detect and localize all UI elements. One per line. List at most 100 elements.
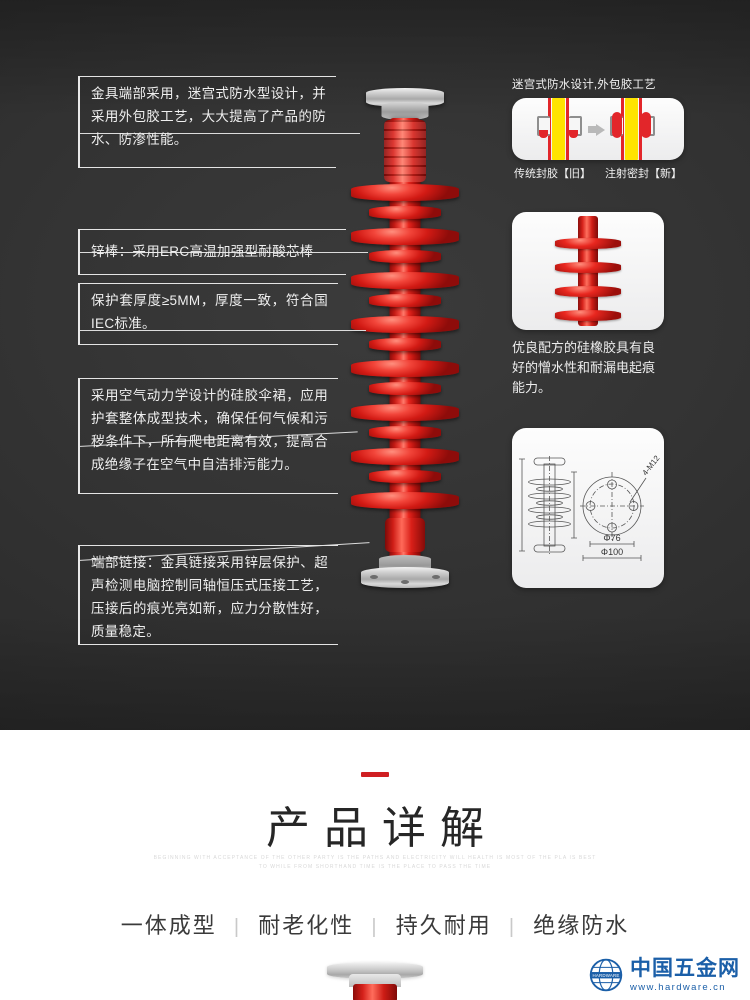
shed [369,470,441,483]
shed [369,294,441,307]
panel-silicone-caption: 优良配方的硅橡胶具有良好的憎水性和耐漏电起痕能力。 [512,340,656,395]
logo-url: www.hardware.cn [630,981,726,993]
feature-separator: | [508,916,517,938]
logo-name: 中国五金网 [630,956,740,980]
panel-seal-process: 迷宫式防水设计,外包胶工艺 [512,76,684,181]
callout-aerodynamic-shed: 采用空气动力学设计的硅胶伞裙，应用护套整体成型技术，确保任何气候和污秽条件下，所… [78,378,338,494]
legend-new-label: 注射密封【新】 [605,168,682,180]
technical-drawing-svg: 4-M12 Φ76 Φ100 [519,453,662,561]
old-rod-core [552,98,565,160]
feature-item-0: 一体成型 [120,913,217,938]
mini-shed [555,238,621,249]
callout-text: 保护套厚度≥5MM，厚度一致，符合国IEC标准。 [91,293,328,331]
shed [369,338,441,351]
new-rod-core [625,98,638,160]
mini-shed [555,310,621,321]
callout-rule [80,493,338,494]
legend-old-label: 传统封胶【旧】 [514,168,591,180]
upper-sheath-rings [384,120,426,182]
new-injection-seal [612,112,622,138]
shed [351,316,459,333]
old-rod-edge [566,98,569,160]
callout-rule [80,167,336,168]
top-flange [366,88,444,107]
callout-end-connection: 端部链接：金具链接采用锌层保护、超声检测电脑控制同轴恒压式压接工艺，压接后的痕光… [78,545,338,645]
shed [369,382,441,395]
shed [351,272,459,289]
bottom-preview-core [353,984,397,1000]
callout-text: 金具端部采用，迷宫式防水型设计，并采用外包胶工艺，大大提高了产品的防水、防渗性能… [91,86,326,147]
shed [351,228,459,245]
callout-text: 采用空气动力学设计的硅胶伞裙，应用护套整体成型技术，确保任何气候和污秽条件下，所… [91,388,328,472]
seal-diagram [512,98,684,160]
leader-line-1 [78,133,360,134]
panel-seal-image [512,98,684,160]
watermark-logo: HARDWARE 中国五金网 www.hardware.cn [589,958,740,993]
title-subtitle: BEGINNING WITH ACCEPTANCE OF THE OTHER P… [0,854,750,872]
shed [351,360,459,377]
new-injection-seal [641,112,651,138]
panel-drawing-image: 4-M12 Φ76 Φ100 [512,428,664,588]
panel-silicone-rubber: 优良配方的硅橡胶具有良好的憎水性和耐漏电起痕能力。 [512,212,664,398]
callout-zinc-rod: 锌棒：采用ERC高温加强型耐酸芯棒 [78,229,346,275]
callout-rule [80,378,338,379]
callout-rule [80,274,346,275]
shed [369,206,441,219]
shed [351,184,459,201]
feature-separator: | [233,916,242,938]
callout-rule [80,644,338,645]
insulator-product-image [335,88,475,588]
flange-bolt-hole [432,575,440,579]
top-flange-neck [381,102,429,120]
shed [369,426,441,439]
callout-rule [80,545,338,546]
mini-insulator [552,216,624,326]
lower-sheath [385,518,425,552]
callout-rule [80,229,346,230]
panel-technical-drawing: 4-M12 Φ76 Φ100 [512,428,664,588]
callout-metal-end-waterproof: 金具端部采用，迷宫式防水型设计，并采用外包胶工艺，大大提高了产品的防水、防渗性能… [78,76,336,168]
callout-sheath-thickness: 保护套厚度≥5MM，厚度一致，符合国IEC标准。 [78,283,338,345]
old-seal-glue [539,130,548,138]
subtitle-line-2: TO WHILE FROM SHORTHAND TIME IS THE PLAC… [258,864,492,870]
hero-section: 金具端部采用，迷宫式防水型设计，并采用外包胶工艺，大大提高了产品的防水、防渗性能… [0,0,750,730]
process-arrow-head [596,124,605,136]
globe-icon: HARDWARE [589,958,623,991]
page-title: 产品详解 [266,804,498,853]
process-arrow-tail [588,126,596,133]
flange-bolt-hole [401,580,409,584]
shed [351,448,459,465]
callout-text: 锌棒：采用ERC高温加强型耐酸芯棒 [91,244,314,259]
mini-shed [555,286,621,297]
bottom-preview-neck [349,974,401,987]
feature-item-1: 耐老化性 [258,913,355,938]
title-accent-bar [361,772,389,777]
logo-text-block: 中国五金网 www.hardware.cn [630,958,740,993]
new-rod-edge [639,98,642,160]
flange-bolt-hole [370,575,378,579]
drawing-label-bolt: 4-M12 [640,453,661,477]
callout-rule [80,283,338,284]
panel-silicone-image [512,212,664,330]
panel-seal-legend: 传统封胶【旧】 注射密封【新】 [512,165,684,181]
leader-line-3 [78,330,366,331]
drawing-label-outer-diameter: Φ100 [601,547,623,557]
leader-line-2 [78,252,368,253]
bottom-section: 产品详解 BEGINNING WITH ACCEPTANCE OF THE OT… [0,730,750,1000]
shed [369,250,441,263]
panel-seal-title: 迷宫式防水设计,外包胶工艺 [512,79,656,91]
subtitle-line-1: BEGINNING WITH ACCEPTANCE OF THE OTHER P… [153,855,597,861]
logo-mark-text: HARDWARE [593,973,620,978]
callout-rule [80,344,338,345]
feature-separator: | [371,916,379,938]
feature-item-3: 绝缘防水 [533,913,630,938]
feature-list: 一体成型 | 耐老化性 | 持久耐用 | 绝缘防水 [0,908,750,940]
callout-text: 端部链接：金具链接采用锌层保护、超声检测电脑控制同轴恒压式压接工艺，压接后的痕光… [91,555,328,639]
bottom-product-preview [315,960,435,1000]
shed [351,492,459,509]
shed [351,404,459,421]
drawing-label-inner-diameter: Φ76 [603,533,620,543]
mini-shed [555,262,621,273]
old-seal-glue [569,130,578,138]
